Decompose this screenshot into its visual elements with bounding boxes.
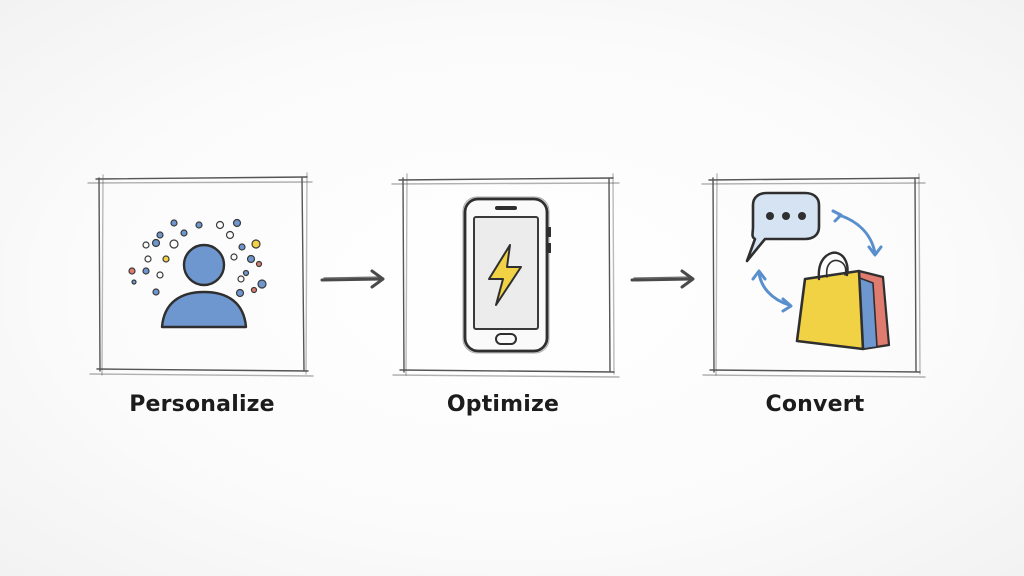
smartphone-lightning-icon	[462, 196, 551, 354]
optimize-frame	[391, 173, 620, 378]
step-label-personalize: Personalize	[129, 392, 275, 417]
step-optimize-panel	[391, 173, 622, 380]
arrow-right-icon	[320, 269, 385, 289]
personalize-frame	[87, 172, 314, 377]
convert-frame	[701, 173, 926, 378]
step-label-convert: Convert	[765, 392, 865, 417]
cycle-arrows-icon	[751, 209, 883, 313]
step-convert-panel	[701, 173, 927, 380]
shopping-bag-icon	[795, 251, 891, 351]
step-label-optimize: Optimize	[446, 392, 560, 417]
person-with-data-dots-icon	[128, 218, 267, 329]
chat-and-shopping-bag-icon	[745, 191, 891, 351]
step-personalize-panel	[87, 172, 314, 380]
chat-bubble-icon	[745, 191, 821, 263]
arrow-right-icon	[630, 269, 695, 289]
